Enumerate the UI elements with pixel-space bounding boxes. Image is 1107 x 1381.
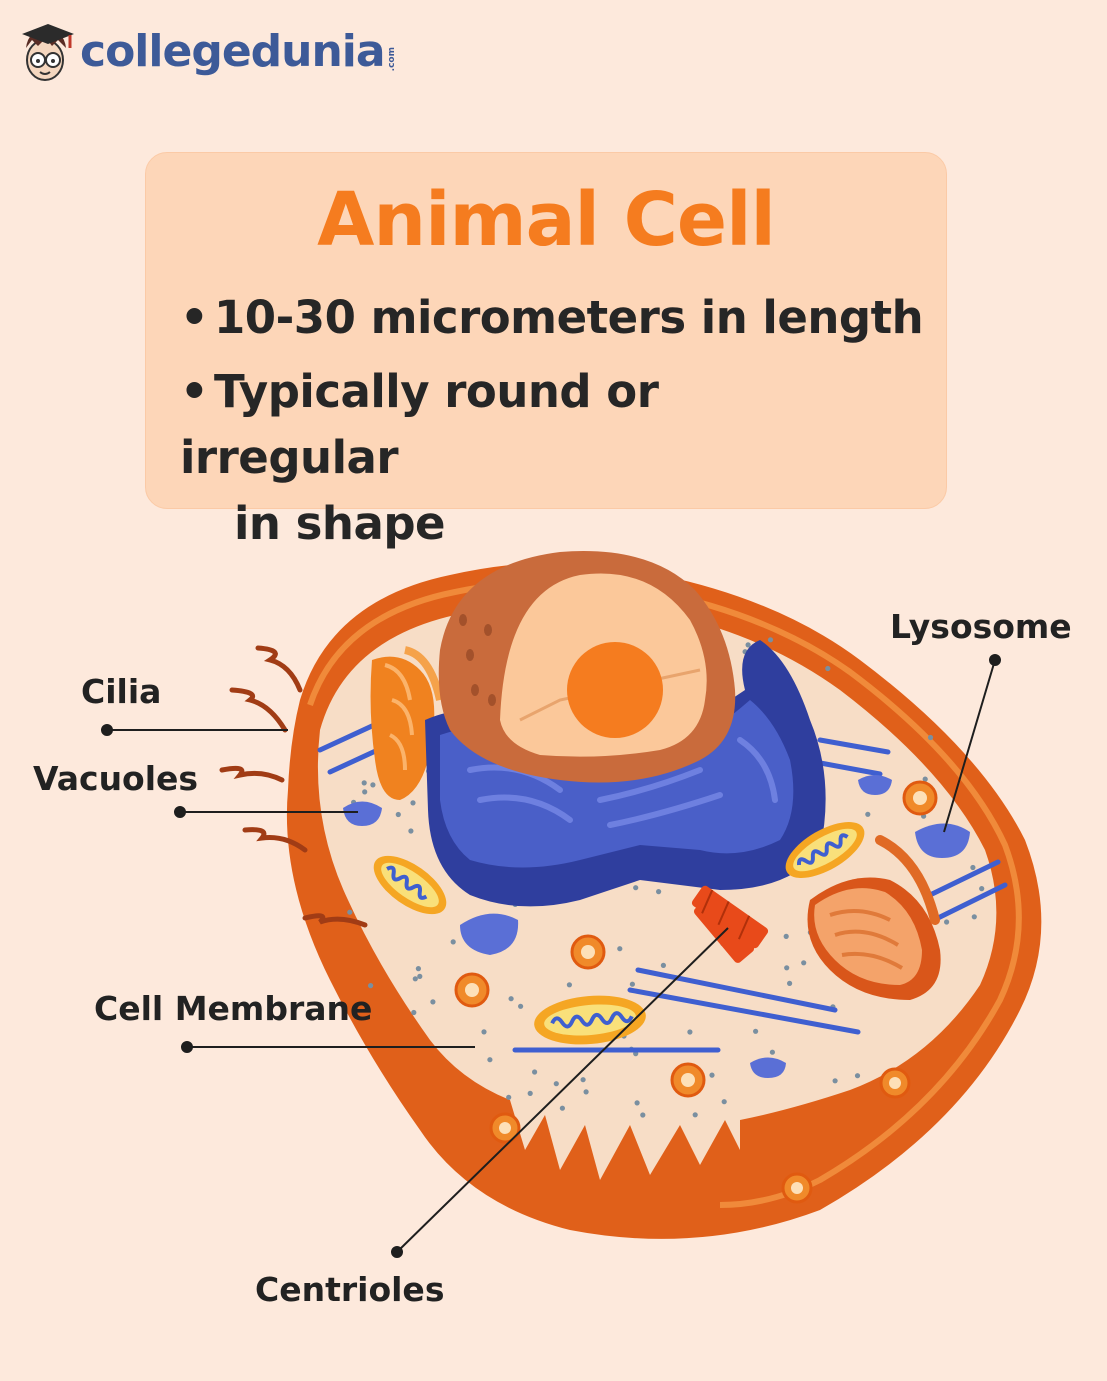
granule (633, 885, 639, 891)
granule (506, 1094, 512, 1100)
granule (687, 1029, 693, 1035)
info-card: Animal Cell •10-30 micrometers in length… (145, 152, 947, 550)
granule (944, 919, 950, 925)
golgi-apparatus-right (807, 835, 941, 1000)
granule (783, 933, 789, 940)
bullet-shape-text-cont: in shape (234, 497, 446, 550)
granule (580, 1077, 586, 1083)
vesicles (454, 780, 938, 1204)
granule (927, 734, 934, 741)
granule (411, 1009, 417, 1016)
granule (617, 946, 623, 952)
label-vacuoles: Vacuoles (33, 759, 198, 798)
granule (753, 1028, 759, 1034)
bullet-shape-text: Typically round or irregular (180, 365, 659, 484)
golgi-apparatus-left (370, 646, 444, 800)
granule (979, 886, 985, 892)
granule (487, 1057, 493, 1063)
nucleus (438, 551, 736, 783)
granule (450, 939, 456, 945)
granule (970, 864, 976, 871)
granule (769, 1049, 776, 1055)
granule (629, 981, 636, 987)
label-cell-membrane: Cell Membrane (94, 989, 372, 1028)
granule (361, 780, 367, 786)
granule (640, 1112, 646, 1118)
granule (347, 909, 353, 915)
granule (508, 996, 514, 1002)
bullet-dot: • (180, 291, 209, 344)
centrioles (691, 885, 769, 963)
granule (362, 789, 368, 795)
granule (971, 914, 977, 920)
granule (784, 965, 790, 971)
granule (767, 637, 774, 643)
granule (721, 1099, 727, 1105)
granule (745, 642, 751, 648)
granule (527, 1090, 533, 1096)
granule (922, 776, 928, 782)
granule (692, 1112, 698, 1118)
granule (832, 1078, 838, 1084)
granule (566, 982, 573, 988)
leader-lines (101, 654, 1001, 1258)
brand-name: collegedunia (80, 26, 386, 77)
label-centrioles: Centrioles (255, 1270, 444, 1309)
page-title: Animal Cell (317, 177, 776, 263)
granule (395, 811, 401, 818)
label-cilia: Cilia (81, 672, 161, 711)
granule (825, 665, 831, 672)
label-lysosome: Lysosome (890, 607, 1072, 646)
granule (854, 1073, 861, 1079)
bullet-shape: •Typically round or irregular in shape (180, 359, 880, 557)
granule (787, 980, 793, 987)
bullet-dot: • (180, 365, 209, 418)
granule (865, 811, 871, 817)
granule (532, 1069, 538, 1075)
granule (368, 983, 374, 989)
granule (430, 999, 436, 1005)
mitochondria (373, 822, 865, 1045)
cilia-group (219, 645, 368, 928)
granule (660, 962, 667, 969)
lysosomes-vacuoles (343, 775, 970, 1078)
granule (634, 1100, 640, 1106)
nucleolus (567, 642, 663, 738)
granule (553, 1081, 559, 1087)
granule (417, 973, 423, 980)
brand-logo[interactable]: collegedunia .com (18, 18, 397, 86)
granule (559, 1105, 566, 1111)
granule (518, 1003, 524, 1009)
bullet-size: •10-30 micrometers in length (180, 285, 924, 351)
granule (583, 1089, 589, 1095)
granule (412, 976, 418, 982)
student-mascot-icon (22, 24, 74, 81)
granule (656, 889, 662, 895)
granule (801, 960, 807, 966)
granule (709, 1072, 715, 1078)
granule (481, 1029, 487, 1035)
bullet-size-text: 10-30 micrometers in length (214, 291, 924, 344)
granule (410, 800, 416, 806)
granule (370, 782, 376, 788)
granule (415, 966, 421, 972)
granule (408, 828, 414, 834)
